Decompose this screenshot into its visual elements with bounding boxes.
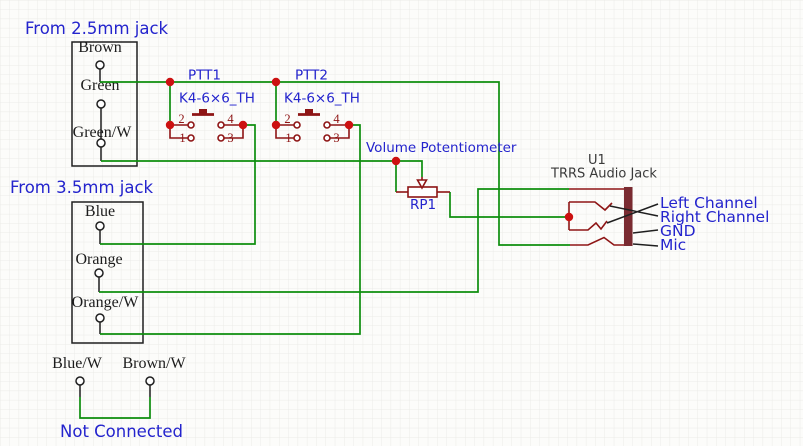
connector-2.5mm-outline[interactable] (71, 41, 138, 167)
connector-3.5mm-jack[interactable]: Blue Orange Orange/W (71, 201, 144, 344)
rp1-reference[interactable]: RP1 (410, 197, 436, 213)
rp1-label[interactable]: Volume Potentiometer (366, 140, 517, 156)
junction-brown-ptt1 (165, 77, 175, 87)
not-connected-pins[interactable]: Blue/W Brown/W (52, 355, 186, 419)
pin-label-blue-w: Blue/W (52, 355, 103, 372)
wire-green-w-to-pot-wiper[interactable] (101, 160, 423, 177)
wire-ptt1-to-blue[interactable] (100, 124, 256, 245)
pin-label-orange: Orange (75, 251, 122, 268)
jack-pin-right-channel: Right Channel (660, 208, 769, 226)
button-ptt2[interactable]: 2 4 1 3 PTT2 K4-6×6_TH (275, 68, 360, 146)
rp1-wiper-arrow (416, 179, 428, 190)
pin-brown-terminal[interactable] (95, 60, 105, 70)
pin-orange-terminal[interactable] (94, 268, 104, 278)
note-not-connected[interactable]: Not Connected (60, 422, 183, 441)
pin-blue-terminal[interactable] (95, 221, 105, 231)
ptt1-pin3-terminal[interactable] (217, 134, 225, 142)
ptt2-right-bracket (330, 124, 350, 139)
ptt1-pin4-terminal[interactable] (217, 121, 225, 129)
ptt2-pin1-terminal[interactable] (293, 134, 301, 142)
jack-pin-gnd: GND (660, 222, 696, 240)
pin-label-orange-w: Orange/W (72, 294, 140, 311)
pin-green-w-terminal[interactable] (96, 138, 106, 148)
junction-dots (165, 77, 574, 222)
wire-ptt2-to-orange-w[interactable] (100, 124, 361, 335)
ptt2-value[interactable]: K4-6×6_TH (284, 91, 360, 107)
jack-lead-line-gnd (632, 229, 659, 234)
junction-ptt2-right (344, 120, 354, 130)
jack-tip-contact (569, 201, 613, 212)
ptt2-pin2-number: 2 (284, 112, 290, 126)
jack-pin-mic: Mic (660, 236, 686, 254)
pin-blue-w-terminal[interactable] (75, 376, 85, 386)
jack-lead-line-left-channel (606, 203, 659, 224)
ptt2-pin2-terminal[interactable] (293, 121, 301, 129)
wire-not-connected-jumper[interactable] (79, 397, 151, 419)
trrs-audio-jack-u1[interactable]: U1 TRRS Audio Jack Left Channel Right Ch… (550, 153, 769, 254)
jack-pin-left-channel: Left Channel (660, 194, 758, 212)
jack-lead-line-mic (632, 243, 659, 247)
title-2.5mm-jack[interactable]: From 2.5mm jack (25, 19, 169, 38)
ptt2-left-bracket (275, 124, 294, 139)
connector-3.5mm-outline[interactable] (71, 201, 144, 344)
jack-reference[interactable]: U1 (588, 153, 606, 168)
junction-ptt1-right (238, 120, 248, 130)
ptt1-value[interactable]: K4-6×6_TH (179, 91, 255, 107)
pin-brown-w-terminal[interactable] (145, 376, 155, 386)
junction-jack-contacts (564, 212, 574, 222)
ptt1-left-bracket (169, 124, 188, 139)
ptt2-reference[interactable]: PTT2 (295, 68, 328, 84)
ptt1-pin4-number: 4 (227, 112, 234, 126)
junction-ptt1-left (165, 120, 175, 130)
jack-ring2-contact (570, 236, 624, 246)
ptt1-reference[interactable]: PTT1 (188, 68, 221, 84)
jack-value[interactable]: TRRS Audio Jack (550, 167, 657, 182)
jack-body-bar[interactable] (624, 187, 633, 246)
wire-brown-to-jack[interactable] (100, 81, 570, 246)
ptt2-pin4-number: 4 (333, 112, 340, 126)
junction-pot-branch (391, 156, 401, 166)
ptt1-pin1-number: 1 (179, 131, 185, 145)
ptt1-pin2-number: 2 (178, 112, 184, 126)
ptt1-pin1-terminal[interactable] (187, 134, 195, 142)
wire-pot-to-jack[interactable] (449, 192, 569, 218)
pin-label-green-w: Green/W (73, 124, 133, 141)
pin-label-brown: Brown (78, 39, 122, 56)
pin-label-blue: Blue (85, 203, 115, 220)
ptt1-pin2-terminal[interactable] (187, 121, 195, 129)
jack-ring1-contact (569, 220, 608, 231)
wires[interactable] (99, 81, 570, 335)
wire-orange-to-jack-sleeve[interactable] (99, 188, 569, 293)
ptt2-pin1-number: 1 (285, 131, 291, 145)
ptt1-actuator-plunger (199, 109, 207, 114)
pin-label-green: Green (80, 77, 119, 94)
ptt1-pin3-number: 3 (227, 131, 233, 145)
ptt2-actuator-plunger (305, 109, 313, 114)
jack-lead-line-right-channel (609, 205, 659, 217)
pin-green-terminal[interactable] (96, 99, 106, 109)
ptt2-pin3-terminal[interactable] (323, 134, 331, 142)
pin-orange-w-terminal[interactable] (95, 313, 105, 323)
button-ptt1[interactable]: 2 4 1 3 PTT1 K4-6×6_TH (169, 68, 255, 146)
ptt2-pin4-terminal[interactable] (323, 121, 331, 129)
pin-label-brown-w: Brown/W (122, 355, 186, 372)
ptt2-pin3-number: 3 (333, 131, 339, 145)
ptt1-right-bracket (224, 124, 244, 139)
potentiometer-rp1[interactable]: Volume Potentiometer RP1 (366, 140, 517, 213)
junction-brown-ptt2 (271, 77, 281, 87)
title-3.5mm-jack[interactable]: From 3.5mm jack (10, 178, 154, 197)
junction-ptt2-left (271, 120, 281, 130)
